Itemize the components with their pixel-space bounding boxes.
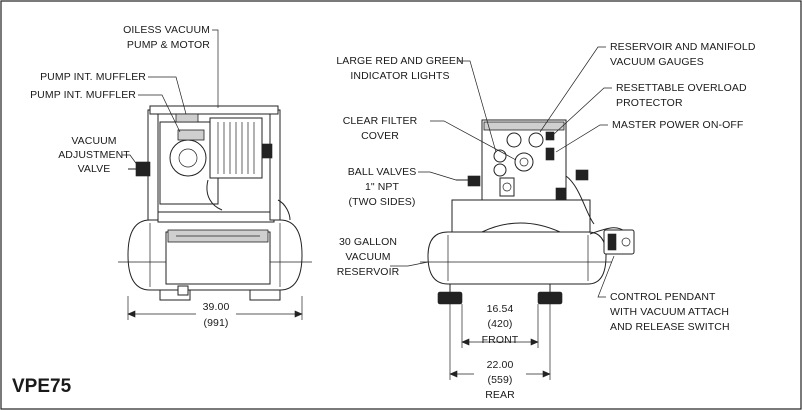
label-ball-2: 1" NPT (365, 181, 400, 193)
foot-rear (537, 291, 563, 305)
gauge-reservoir (506, 132, 522, 148)
left-labels: OILESS VACUUM PUMP & MOTOR PUMP INT. MUF… (30, 24, 303, 329)
leader-pump-motor (212, 29, 219, 108)
frame-post-right (269, 109, 281, 221)
label-adjust-3: VALVE (78, 163, 111, 175)
pump-head-inner (178, 148, 198, 168)
port-box (499, 177, 515, 197)
power-switch (545, 147, 555, 161)
top-rail (149, 105, 279, 115)
dim-rear-label: REAR (485, 389, 515, 401)
label-pump-motor-1: OILESS VACUUM (123, 24, 210, 36)
motor-junction (261, 143, 273, 159)
label-pump-motor-2: PUMP & MOTOR (127, 39, 210, 51)
label-adjust-1: VACUUM (71, 135, 116, 147)
dim-width-in: 39.00 (203, 301, 230, 313)
leader-gauges (539, 46, 606, 133)
label-reservoir-2: VACUUM (345, 251, 390, 263)
foot-right (249, 289, 281, 301)
label-pendant-2: WITH VACUUM ATTACH (610, 306, 729, 318)
dim-rear-in: 22.00 (487, 359, 514, 371)
dim-arrow-right (294, 310, 303, 318)
hose-side (277, 199, 291, 221)
port (502, 182, 512, 192)
label-lights-1: LARGE RED AND GREEN (336, 55, 463, 67)
leader-overload (553, 87, 612, 135)
muffler-body (177, 129, 205, 141)
pendant-switch (607, 233, 617, 251)
foot-left (159, 289, 191, 301)
label-lights-2: INDICATOR LIGHTS (350, 70, 449, 82)
pendant-button (621, 237, 631, 247)
foot-bolt-left (177, 285, 189, 296)
dim-front-label: FRONT (482, 334, 519, 346)
dim-front-arrow-left (461, 338, 470, 346)
label-reservoir-3: RESERVOIR (337, 266, 400, 278)
dim-width-mm: (991) (203, 317, 228, 329)
right-view-drawing (420, 119, 635, 305)
label-filter-2: COVER (361, 130, 399, 142)
dim-front-in: 16.54 (487, 303, 514, 315)
foot-front (437, 291, 463, 305)
label-reservoir-1: 30 GALLON (339, 236, 397, 248)
label-pendant-3: AND RELEASE SWITCH (610, 321, 730, 333)
dim-front-arrow-right (530, 338, 539, 346)
dim-arrow-left (127, 310, 136, 318)
leader-adjust (122, 154, 139, 167)
label-ball-3: (TWO SIDES) (348, 196, 415, 208)
right-labels: LARGE RED AND GREEN INDICATOR LIGHTS CLE… (336, 41, 756, 401)
saddle (157, 211, 275, 223)
label-power: MASTER POWER ON-OFF (612, 119, 743, 131)
wiring-run (565, 175, 595, 225)
label-gauges-2: VACUUM GAUGES (610, 56, 704, 68)
filter-cover (514, 152, 534, 172)
label-pendant-1: CONTROL PENDANT (610, 291, 716, 303)
label-gauges-1: RESERVOIR AND MANIFOLD (610, 41, 756, 53)
muffler-top (175, 113, 199, 123)
leader-power (555, 124, 608, 153)
pump-head (169, 139, 207, 177)
side-fitting (555, 187, 567, 201)
dim-rear-arrow-right (542, 370, 551, 378)
dim-rear-arrow-left (449, 370, 458, 378)
left-view-drawing (118, 105, 312, 301)
adjust-valve-body (135, 161, 151, 177)
filter-cover-inner (519, 157, 529, 167)
saddle-right (451, 199, 591, 233)
tank-right-view (427, 231, 607, 285)
ball-valve-left (467, 175, 481, 187)
leader-filter (430, 120, 517, 161)
light-green (493, 163, 507, 177)
label-muffler-1: PUMP INT. MUFFLER (40, 71, 146, 83)
leader-muffler-2 (138, 94, 181, 133)
leader-pendant (597, 255, 615, 298)
overload-protector (545, 131, 555, 141)
control-box-header (483, 121, 565, 131)
dim-rear-mm: (559) (487, 374, 512, 386)
dim-front-mm: (420) (487, 318, 512, 330)
motor-fins (217, 122, 255, 174)
leader-ball (418, 171, 457, 181)
label-overload-2: PROTECTOR (616, 97, 683, 109)
label-overload-1: RESETTABLE OVERLOAD (616, 82, 747, 94)
model-title: VPE75 (12, 376, 72, 397)
leader-muffler-1 (148, 76, 187, 115)
label-ball-1: BALL VALVES (348, 166, 417, 178)
leader-lights (458, 60, 497, 153)
side-valve (575, 169, 589, 181)
leader-reservoir (390, 261, 429, 267)
gauge-manifold (528, 132, 544, 148)
label-filter-1: CLEAR FILTER (343, 115, 418, 127)
label-muffler-2: PUMP INT. MUFFLER (30, 89, 136, 101)
label-adjust-2: ADJUSTMENT (58, 149, 130, 161)
hose-left-view (206, 179, 223, 211)
